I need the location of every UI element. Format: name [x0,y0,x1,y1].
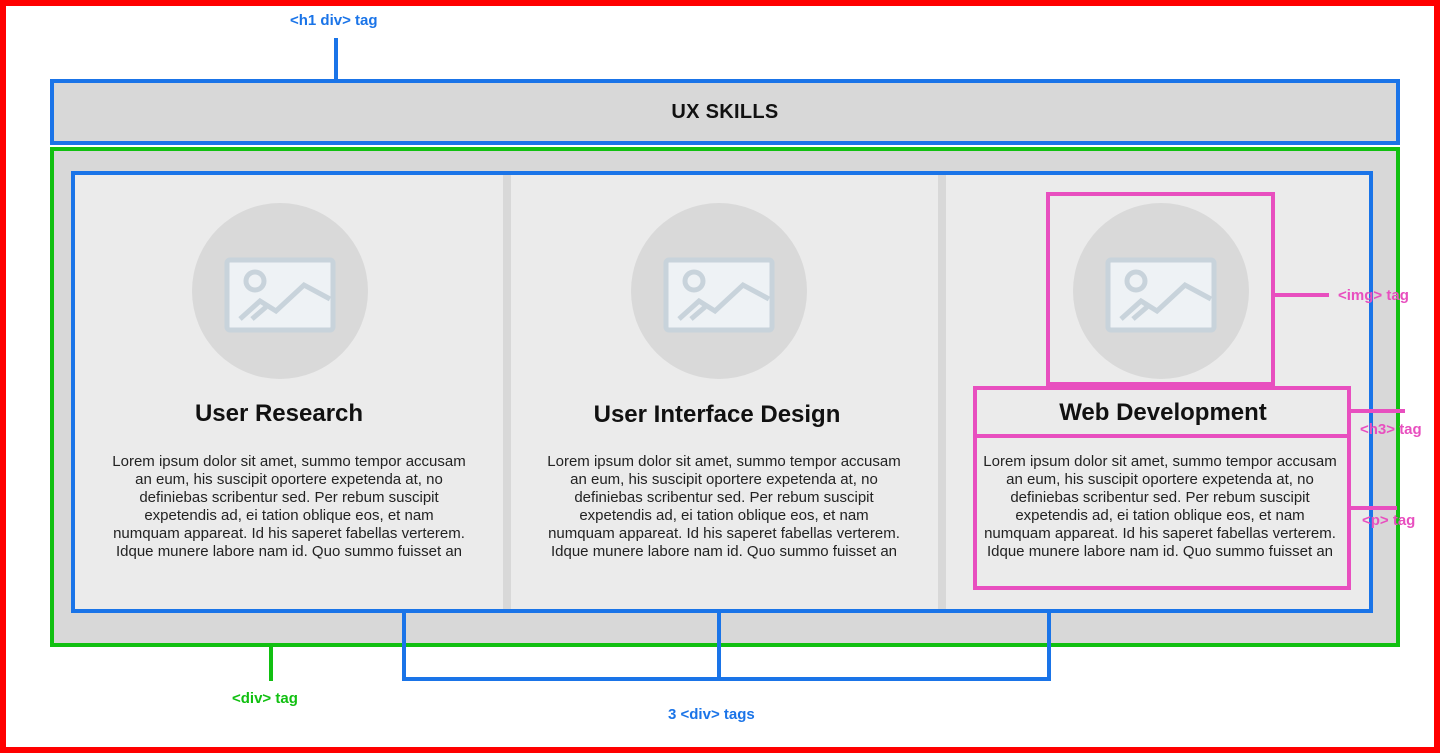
card-text-user-interface-design: Lorem ipsum dolor sit amet, summo tempor… [547,453,901,560]
p-tag-annotation: <p> tag [1362,512,1416,529]
image-placeholder-icon [1105,257,1217,333]
img-tag-outline [1046,192,1275,386]
image-placeholder-icon [224,257,336,333]
img-tag-annotation: <img> tag [1338,287,1409,304]
div-annotation-line [269,647,273,681]
h3-tag-annotation: <h3> tag [1360,421,1422,438]
divs-bracket-right [1047,611,1051,681]
header-bar: UX SKILLS [50,79,1400,145]
image-placeholder-icon [663,257,775,333]
card-text-user-research: Lorem ipsum dolor sit amet, summo tempor… [112,453,466,560]
divs-bracket-bottom [402,677,1051,681]
card-text-web-development: Lorem ipsum dolor sit amet, summo tempor… [983,453,1337,560]
divs-bracket-middle [717,611,721,681]
card-title-web-development: Web Development [1059,399,1267,426]
card-title-user-interface-design: User Interface Design [593,401,841,428]
h3-annotation-line [1351,409,1405,413]
img-annotation-line [1275,293,1329,297]
h1-annotation-line [334,38,338,81]
page-title: UX SKILLS [671,100,779,123]
card-title-user-research: User Research [194,400,364,427]
h1-tag-annotation: <h1 div> tag [290,12,378,29]
div-tag-annotation: <div> tag [232,690,298,707]
p-annotation-line [1351,506,1397,510]
h3-tag-outline [973,386,1351,438]
p-tag-outline [973,434,1351,590]
divs-bracket-left [402,611,406,681]
three-div-tags-annotation: 3 <div> tags [668,706,755,723]
cards-row-outline [71,171,1373,613]
